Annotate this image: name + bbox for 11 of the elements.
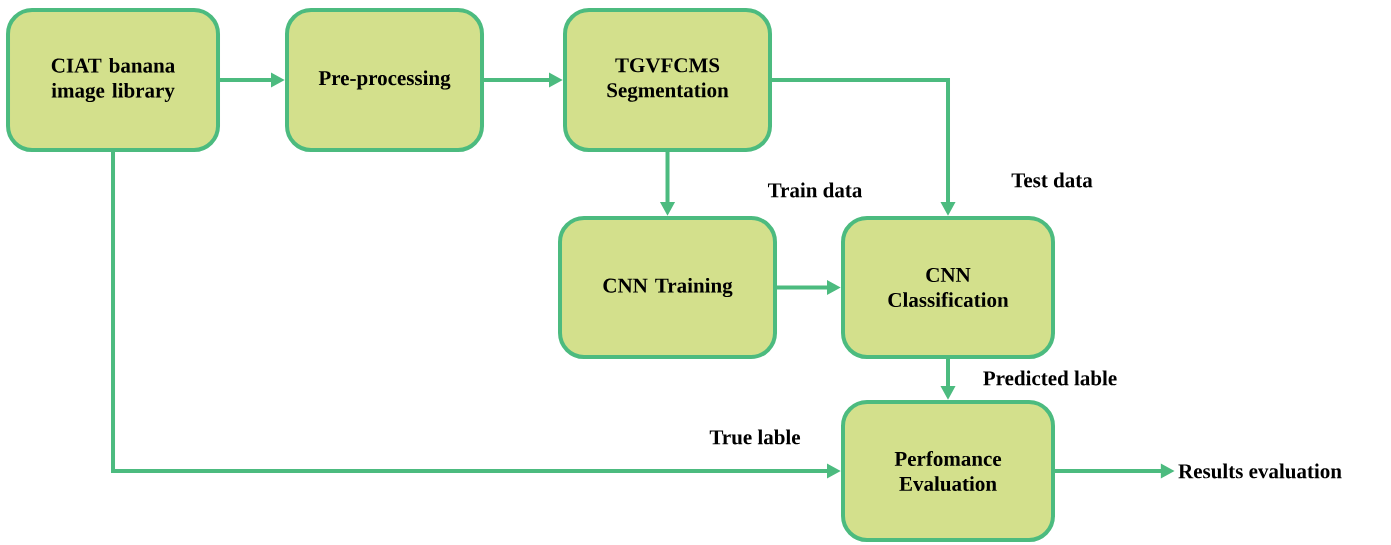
output-text: Results evaluation [1178,463,1342,479]
edge-label: Train data [765,180,865,200]
process-box: Pre-processing [285,8,484,152]
process-box: TGVFCMS Segmentation [563,8,772,152]
process-box: Perfomance Evaluation [841,400,1055,542]
edge-label: Predicted lable [980,368,1120,388]
process-box: CIAT banana image library [6,8,220,152]
process-box: CNN Classification [841,216,1055,359]
edge-label: True lable [707,427,803,447]
edge-label: Test data [1009,170,1095,190]
process-box: CNN Training [558,216,777,359]
